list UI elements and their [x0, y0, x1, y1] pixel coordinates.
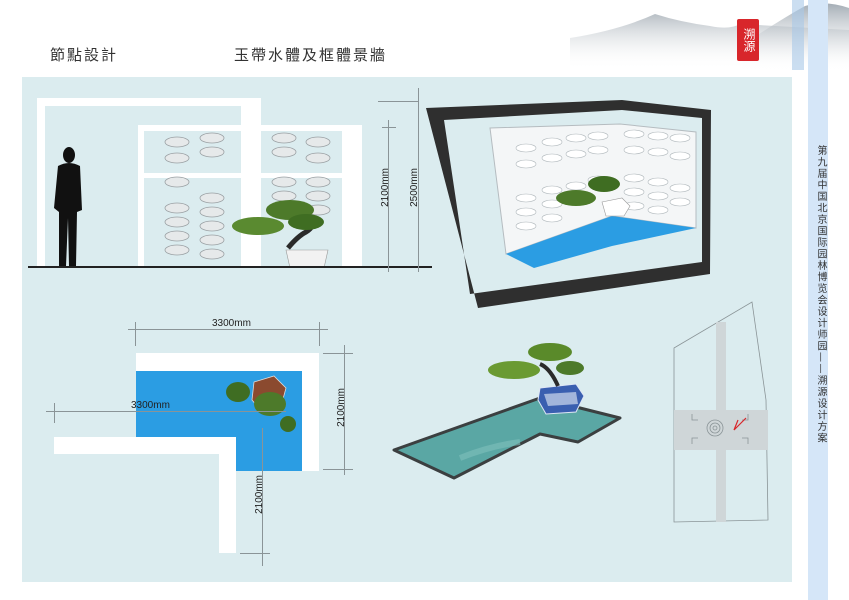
mountain-ink-illustration: [570, 0, 849, 70]
vertical-project-title: 第九届中国北京国际园林博览会设计师园——溯源设计方案: [815, 145, 826, 444]
seal-stamp: 溯源: [737, 19, 759, 61]
view-marker-icon: [733, 417, 747, 431]
dim-outer-height: 2500mm: [409, 168, 420, 207]
dim-lower-height: 2100mm: [254, 475, 265, 514]
dim-inner-width: 3300mm: [131, 400, 170, 411]
perspective-view: [426, 100, 711, 308]
dim-top-width: 3300mm: [212, 318, 251, 329]
site-plan: [673, 301, 769, 523]
side-strip: [808, 0, 828, 600]
section-label: 節點設計: [50, 46, 119, 64]
pool-perspective: [392, 343, 622, 480]
bonsai-top-view: [226, 375, 296, 432]
dim-inner-height: 2100mm: [380, 168, 391, 207]
dim-right-height: 2100mm: [336, 388, 347, 427]
bonsai-tree: [232, 200, 329, 268]
page-title: 玉帶水體及框體景牆: [234, 46, 388, 64]
human-silhouette: [54, 147, 82, 266]
